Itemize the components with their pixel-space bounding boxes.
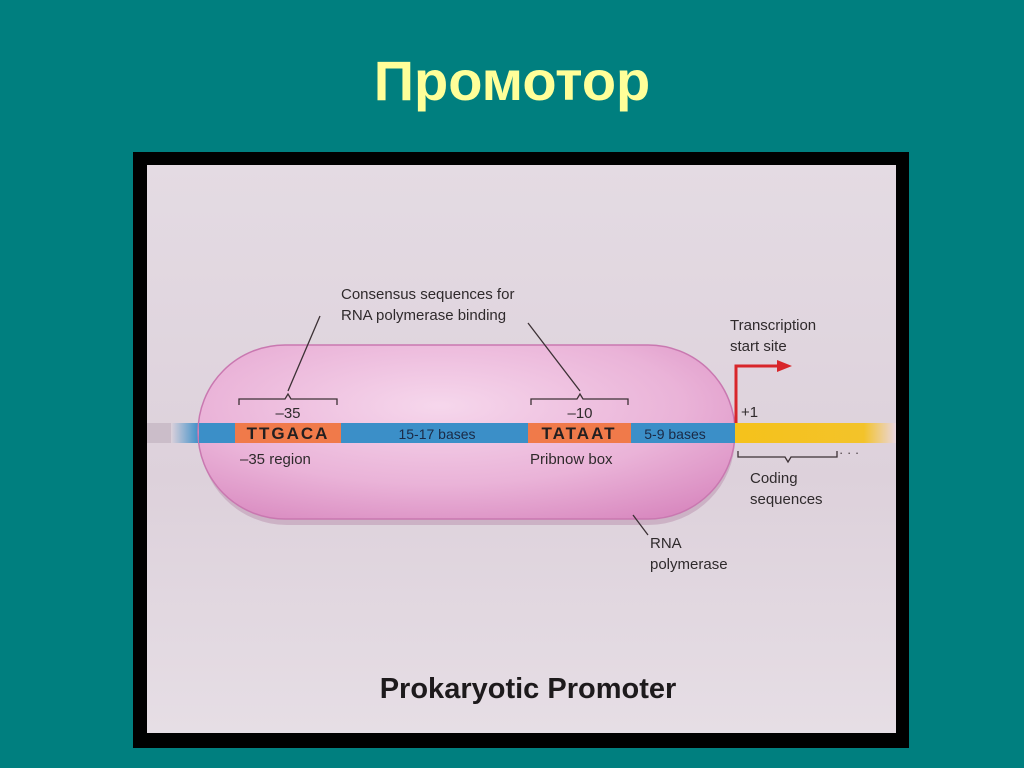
continuation-dots: · · · xyxy=(839,445,859,460)
minus35-sequence: TTGACA xyxy=(247,424,330,443)
polymerase-leader xyxy=(632,514,649,536)
minus10-box xyxy=(528,423,631,443)
consensus-label-line1: Consensus sequences for xyxy=(341,286,514,303)
minus35-region-label: –35 region xyxy=(240,451,311,468)
dna-upstream-fade xyxy=(171,423,199,443)
promoter-diagram: TTGACA 15-17 bases TATAAT 5-9 bases –35 … xyxy=(147,286,896,705)
minus10-mark: –10 xyxy=(567,405,592,422)
polymerase-label-line1: RNA xyxy=(650,535,682,552)
start-arrow-head xyxy=(777,360,792,372)
coding-label-line2: sequences xyxy=(750,491,823,508)
minus35-bracket xyxy=(238,392,338,405)
coding-bracket xyxy=(737,451,838,464)
figure-caption: Prokaryotic Promoter xyxy=(380,673,677,705)
transcription-label-line1: Transcription xyxy=(730,317,816,334)
consensus-leader-left xyxy=(287,315,321,392)
spacer1-label: 15-17 bases xyxy=(398,426,475,442)
promoter-figure: TTGACA 15-17 bases TATAAT 5-9 bases –35 … xyxy=(147,165,896,733)
coding-label-line1: Coding xyxy=(750,470,798,487)
consensus-leader-right xyxy=(527,322,581,392)
plus1-label: +1 xyxy=(741,404,758,421)
polymerase-label-line2: polymerase xyxy=(650,556,728,573)
pribnow-box-label: Pribnow box xyxy=(530,451,613,468)
spacer2-label: 5-9 bases xyxy=(644,426,705,442)
slide-title: Промотор xyxy=(373,49,651,112)
minus10-bracket xyxy=(530,392,629,405)
minus10-sequence: TATAAT xyxy=(542,424,617,443)
start-arrow-line xyxy=(734,364,779,423)
minus35-mark: –35 xyxy=(275,405,300,422)
consensus-label-line2: RNA polymerase binding xyxy=(341,307,506,324)
dna-coding xyxy=(735,423,896,443)
transcription-label-line2: start site xyxy=(730,338,787,355)
minus35-box xyxy=(235,423,341,443)
